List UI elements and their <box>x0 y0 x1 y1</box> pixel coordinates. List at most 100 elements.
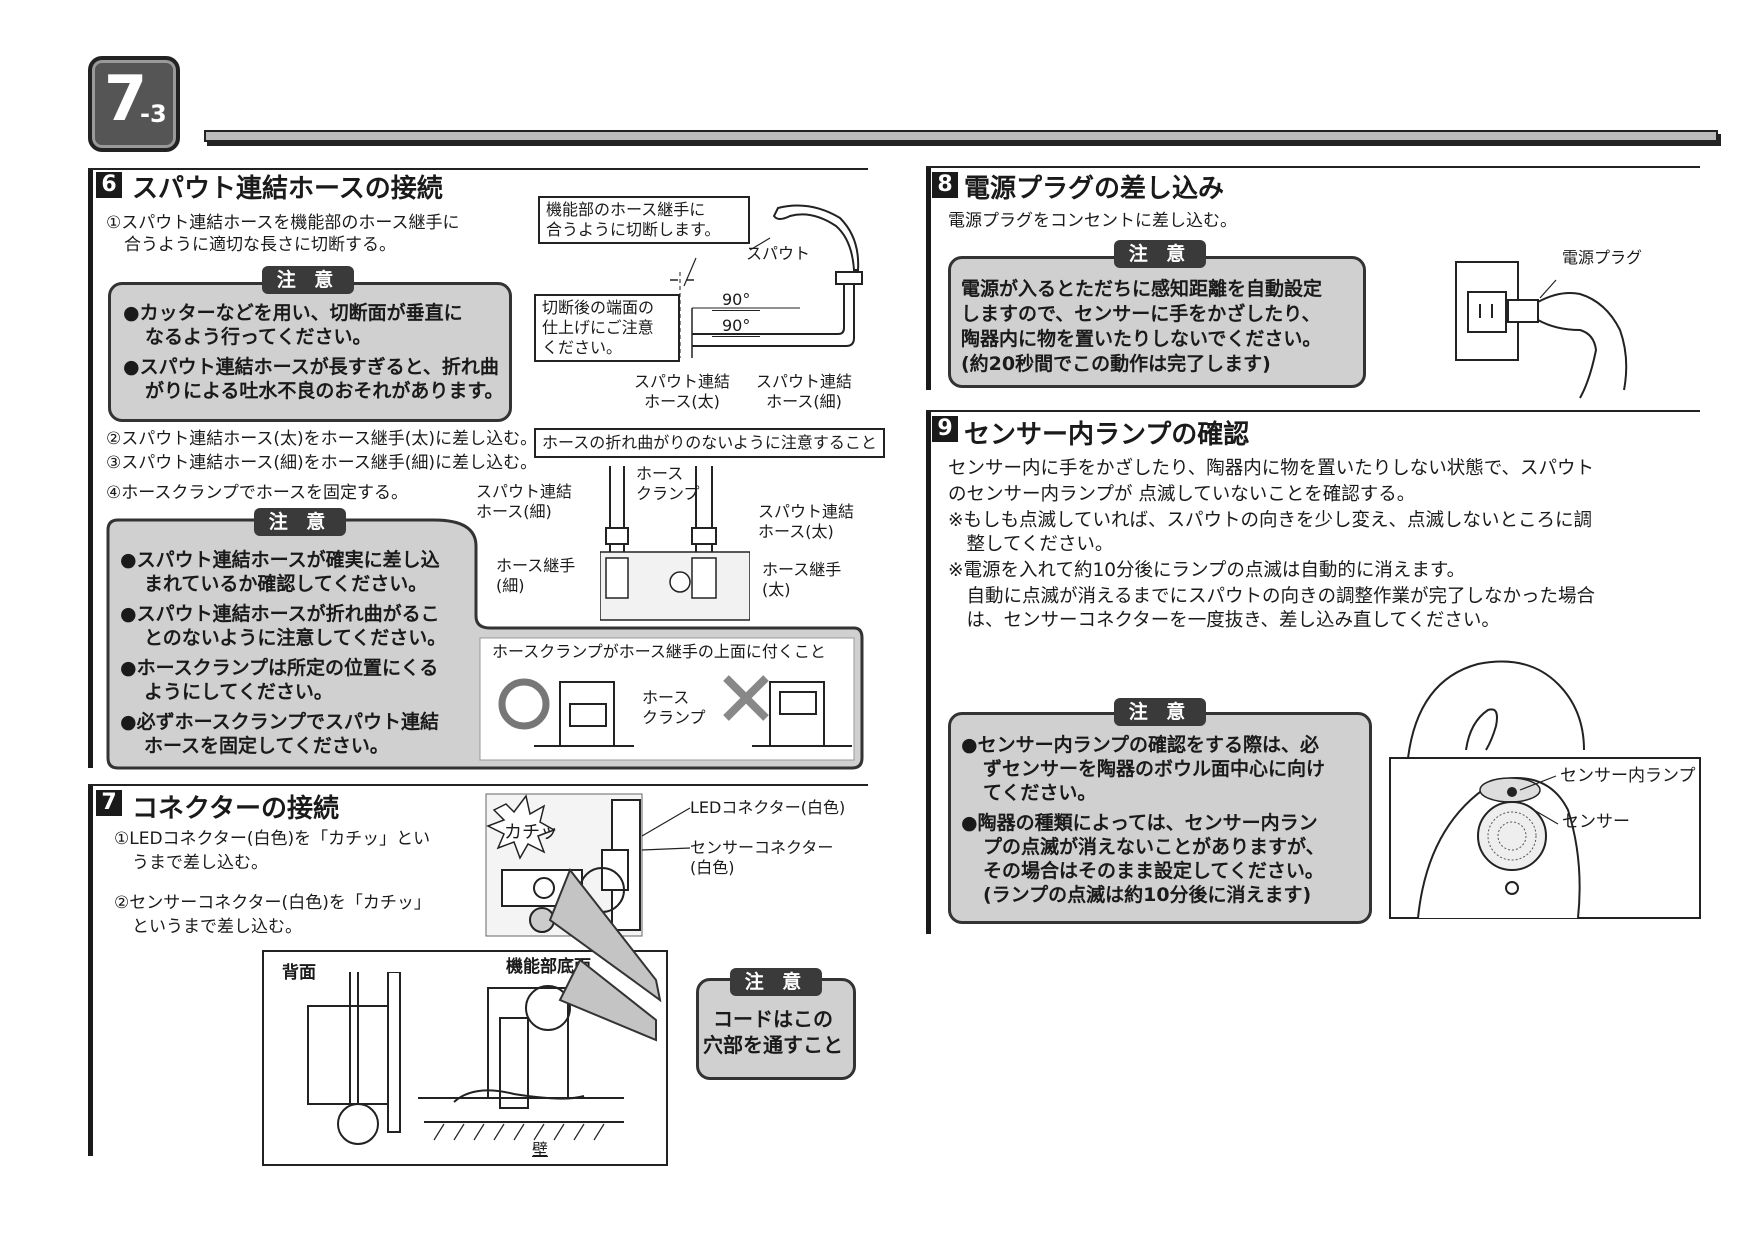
sec9-caution-line6: その場合はそのまま設定してください。 <box>983 860 1324 882</box>
sec6-caution2-line5: ●ホースクランプは所定の位置にくる <box>120 657 439 679</box>
fig2-clamp-line1: ホース <box>636 464 684 483</box>
fig1-note-line3: ください。 <box>542 338 623 357</box>
sec7-sensor-line2: (白色) <box>690 858 735 877</box>
fig3-clamp-label: ホース クランプ <box>642 688 706 728</box>
sec9-body-line4: 整してください。 <box>948 534 1114 555</box>
sec8-caution-box: 電源が入るとただちに感知距離を自動設定 しますので、センサーに手をかざしたり、 … <box>948 256 1366 388</box>
sec7-number: 7 <box>96 790 122 816</box>
sec7-caution-tag: 注 意 <box>730 968 822 996</box>
sec8-caution-line4: (約20秒間でこの動作は完了します) <box>961 353 1271 375</box>
fig3-clamp-line1: ホース <box>642 688 690 707</box>
sec8-caution-line3: 陶器内に物を置いたりしないでください。 <box>961 328 1322 350</box>
fig1-hose-thin-label: スパウト連結 ホース(細) <box>756 372 852 412</box>
sec7-left-rule <box>88 784 93 1156</box>
fig1-note-box: 切断後の端面の 仕上げにご注意 ください。 <box>534 294 680 362</box>
sec9-caution-line4: ●陶器の種類によっては、センサー内ラン <box>961 812 1318 834</box>
sec6-caution2-tag: 注 意 <box>254 508 346 536</box>
fig1-note-line1: 切断後の端面の <box>542 298 655 317</box>
fig2-clamp-label: ホース クランプ <box>636 464 700 504</box>
sec9-left-rule <box>926 410 931 934</box>
sec9-caution-line5: プの点滅が消えないことがありますが、 <box>983 836 1325 858</box>
sec6-caution1-line3: ●スパウト連結ホースが長すぎると、折れ曲 <box>123 356 499 378</box>
sec7-bottom-view-drawing <box>307 972 624 1145</box>
sec9-caution-line1: ●センサー内ランプの確認をする際は、必 <box>961 734 1320 756</box>
fig2-title-box: ホースの折れ曲がりのないように注意すること <box>534 428 885 458</box>
fig1-callout-line1: 機能部のホース継手に <box>546 200 706 219</box>
fig1-angle2: 90° <box>712 316 761 337</box>
fig1-hose-thin-line1: スパウト連結 <box>756 372 853 391</box>
fig2-joint-thick-line2: (太) <box>762 580 791 599</box>
fig3-wrong-icon <box>723 675 769 721</box>
sec7-sensor-label: センサーコネクター (白色) <box>690 838 833 878</box>
sec6-caution2-line1: ●スパウト連結ホースが確実に差し込 <box>120 549 440 571</box>
sec6-caution1-tag: 注 意 <box>262 266 354 294</box>
fig1-hose-thick-label: スパウト連結 ホース(太) <box>634 372 730 412</box>
sec6-caution1-line2: なるよう行ってください。 <box>145 326 372 348</box>
fig2-hose-thick-line2: ホース(太) <box>758 522 834 541</box>
sec9-body-line6: 自動に点滅が消えるまでにスパウトの向きの調整作業が完了しなかった場合 <box>948 586 1595 607</box>
fig1-callout-box: 機能部のホース継手に 合うように切断します。 <box>538 196 750 244</box>
sec6-caution2-line6: ようにしてください。 <box>144 681 333 703</box>
fig1-hose-thick-line2: ホース(太) <box>644 392 720 411</box>
fig3-drawing <box>498 675 852 747</box>
sec9-number: 9 <box>932 416 958 442</box>
sec8-caution-line2: しますので、センサーに手をかざしたり、 <box>961 303 1321 325</box>
fig2-clamp-drawing <box>600 466 750 621</box>
fig2-joint-thin-line1: ホース継手 <box>496 556 576 575</box>
sec9-top-rule <box>926 410 1700 412</box>
sec6-caution2-line3: ●スパウト連結ホースが折れ曲がるこ <box>120 603 440 625</box>
fig2-hose-thick-line1: スパウト連結 <box>758 502 855 521</box>
sec9-title: センサー内ランプの確認 <box>964 420 1250 450</box>
sec6-caution1-box: ●カッターなどを用い、切断面が垂直に なるよう行ってください。 ●スパウト連結ホ… <box>108 282 512 422</box>
sec7-step2-line1: ②センサーコネクター(白色)を「カチッ」 <box>114 893 431 913</box>
fig1-note-line2: 仕上げにご注意 <box>542 318 654 337</box>
sec6-top-rule <box>88 168 868 170</box>
sec7-led-label: LEDコネクター(白色) <box>690 798 846 817</box>
fig1-callout-line2: 合うように切断します。 <box>546 220 721 239</box>
fig2-hose-thin-line2: ホース(細) <box>476 502 552 521</box>
sec9-caution-line2: ずセンサーを陶器のボウル面中心に向け <box>983 758 1326 780</box>
sec7-leader-lines <box>641 807 691 851</box>
sec7-title: コネクターの接続 <box>132 794 339 824</box>
sec9-caution-box: ●センサー内ランプの確認をする際は、必 ずセンサーを陶器のボウル面中心に向け て… <box>948 712 1372 924</box>
header-rule <box>204 130 1718 142</box>
sec9-body-line5: ※電源を入れて約10分後にランプの点滅は自動的に消えます。 <box>948 560 1466 581</box>
sec8-caution-tag: 注 意 <box>1114 240 1206 268</box>
sec6-number: 6 <box>96 172 122 198</box>
sec7-top-rule <box>88 784 868 786</box>
fig1-spout-drawing <box>670 204 863 358</box>
sec7-bottom-label: 機能部底面 <box>506 957 591 977</box>
sec7-back-label: 背面 <box>282 963 316 983</box>
sec6-left-rule <box>88 168 93 768</box>
sec7-step1-line2: うまで差し込む。 <box>132 853 268 873</box>
fig3-correct-icon <box>498 678 550 730</box>
fig1-angle1: 90° <box>712 290 761 311</box>
sec6-step1-line2: 合うように適切な長さに切断する。 <box>124 235 396 255</box>
sec8-number: 8 <box>932 172 958 198</box>
fig2-joint-thin-label: ホース継手 (細) <box>496 556 575 596</box>
sec6-step4: ④ホースクランプでホースを固定する。 <box>106 483 409 503</box>
sec6-caution2-line4: とのないように注意してください。 <box>144 627 447 649</box>
sec7-step1-line1: ①LEDコネクター(白色)を「カチッ」とい <box>114 829 431 849</box>
sec8-title: 電源プラグの差し込み <box>964 174 1225 204</box>
sec8-caution-line1: 電源が入るとただちに感知距離を自動設定 <box>961 278 1323 300</box>
sec6-caution2-line2: まれているか確認してください。 <box>144 573 428 595</box>
sec8-body: 電源プラグをコンセントに差し込む。 <box>948 211 1237 231</box>
fig2-hose-thin-label: スパウト連結 ホース(細) <box>476 482 572 522</box>
sec9-sensor-label: センサー <box>1562 812 1630 832</box>
sec6-caution1-line4: がりによる吐水不良のおそれがあります。 <box>145 380 504 402</box>
sec7-caution-line2: 穴部を通すこと <box>703 1033 843 1057</box>
sec9-caution-line7: (ランプの点滅は約10分後に消えます) <box>983 884 1312 906</box>
sec6-caution2-line7: ●必ずホースクランプでスパウト連結 <box>120 711 440 733</box>
fig2-joint-thick-label: ホース継手 (太) <box>762 560 841 600</box>
sec8-left-rule <box>926 166 931 390</box>
sec9-body-line7: は、センサーコネクターを一度抜き、差し込み直してください。 <box>948 610 1500 631</box>
sec7-caution-line1: コードはこの <box>713 1007 833 1031</box>
sec6-caution2-line8: ホースを固定してください。 <box>144 735 389 757</box>
step-badge-number: 7 <box>104 62 148 135</box>
sec6-title: スパウト連結ホースの接続 <box>132 174 443 204</box>
sec9-body-line2: のセンサー内ランプが 点滅していないことを確認する。 <box>948 484 1416 505</box>
fig2-joint-thin-line2: (細) <box>496 576 525 595</box>
sec7-wall-label: 壁 <box>532 1140 549 1159</box>
fig2-hose-thick-label: スパウト連結 ホース(太) <box>758 502 854 542</box>
